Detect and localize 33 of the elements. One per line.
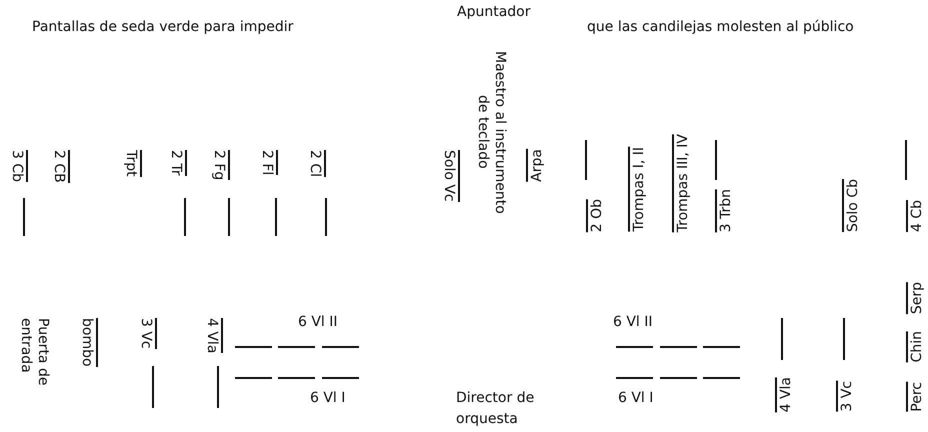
player-label: 3 Cb xyxy=(8,150,28,182)
player-label: 3 Vc xyxy=(137,318,157,349)
player-label: 4 Cb xyxy=(906,200,926,232)
player-label: 2 Fl xyxy=(258,150,278,176)
section-label: 6 Vl I xyxy=(310,390,346,407)
player-label: 3 Trbn xyxy=(715,189,735,232)
prompter-label: Apuntador xyxy=(457,4,530,21)
player-label: 2 Cl xyxy=(306,150,326,178)
player-label: 4 Vla xyxy=(775,377,795,412)
player-label: Trompas III, IV xyxy=(672,134,692,232)
note-text: Pantallas de seda verde para impedir xyxy=(32,19,294,36)
player-label: Maestro al instrumento de teclado xyxy=(474,50,508,216)
player-label: 3 Vc xyxy=(836,381,856,412)
player-label: Solo Vc xyxy=(440,150,460,202)
player-label: Perc xyxy=(906,382,926,412)
note-text: que las candilejas molesten al público xyxy=(587,19,854,36)
player-label: Serp xyxy=(906,282,926,314)
door-label: Puerta de entrada xyxy=(17,318,51,388)
player-label: 2 Tr xyxy=(167,150,187,176)
section-label: 6 Vl II xyxy=(298,314,338,331)
player-label: 4 Vla xyxy=(203,318,223,354)
player-label: Arpa xyxy=(526,149,546,182)
player-label: 2 Ob xyxy=(586,199,606,232)
player-label: Trompas I, II xyxy=(628,147,648,232)
player-label: bombo xyxy=(78,318,98,367)
section-label: 6 Vl I xyxy=(618,390,654,407)
player-label: Solo Cb xyxy=(842,179,862,232)
player-label: 2 CB xyxy=(50,150,70,183)
player-label: Trpt xyxy=(122,150,142,177)
section-label: 6 Vl II xyxy=(613,314,653,331)
player-label: Chin xyxy=(906,331,926,362)
conductor-label: Director de orquesta xyxy=(456,389,536,429)
player-label: 2 Fg xyxy=(210,150,230,180)
